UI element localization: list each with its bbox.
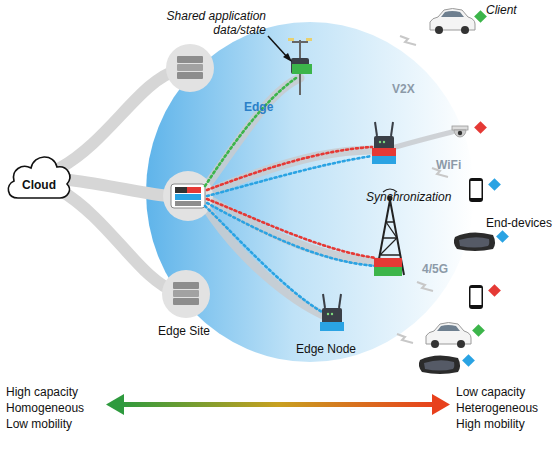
scale-label: High mobility [456, 417, 525, 431]
scale-label: Heterogeneous [456, 401, 538, 415]
scale-label: High capacity [6, 385, 78, 399]
scale-label: Low mobility [6, 417, 72, 431]
sync-label: Synchronization [366, 190, 451, 204]
cloud-node: Cloud [4, 148, 74, 202]
region-label: Edge [244, 100, 304, 114]
router-node-top [372, 122, 396, 164]
edge-site-top [166, 44, 214, 92]
callout-label: Shared application data/state [150, 9, 266, 37]
cloud-label: Cloud [4, 178, 74, 192]
router-node-bottom [320, 294, 344, 331]
client-label: Client [486, 3, 517, 17]
streetlight-node [288, 38, 312, 95]
edge-site-central [163, 171, 213, 221]
cloud-outline [4, 148, 74, 202]
device-label: End-devices [486, 216, 552, 230]
site-label: Edge Site [158, 324, 210, 338]
node-label: Edge Node [296, 342, 356, 356]
scale-label: Low capacity [456, 385, 525, 399]
camera [452, 126, 468, 137]
edge-site-bottom [162, 270, 210, 318]
scale-label: Homogeneous [6, 401, 84, 415]
link-label: 4/5G [422, 262, 448, 276]
link-label: V2X [392, 82, 415, 96]
link-label: WiFi [436, 158, 461, 172]
